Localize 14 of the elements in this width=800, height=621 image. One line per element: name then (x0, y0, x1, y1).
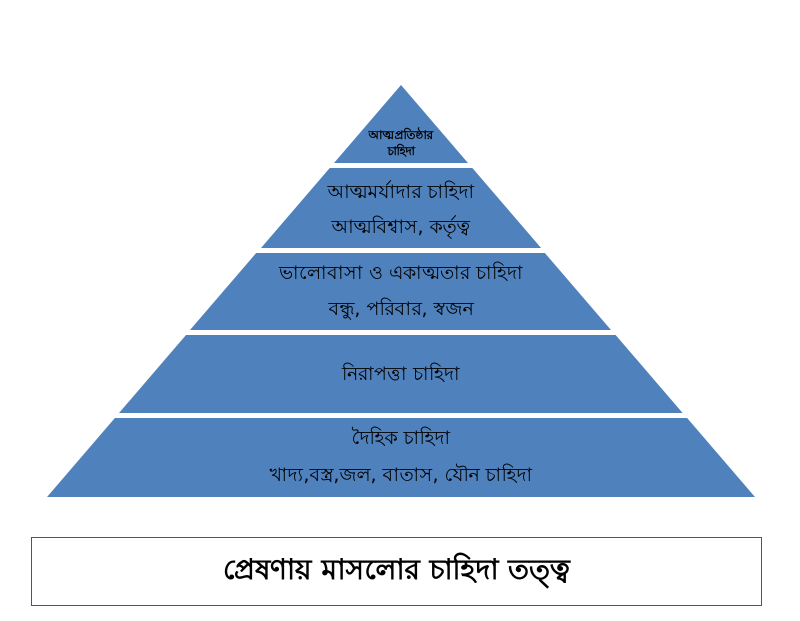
tier-examples: আত্মবিশ্বাস, কর্তৃত্ব (331, 214, 471, 241)
caption: প্রেষণায় মাসলোর চাহিদা তত্ত্ব (31, 537, 762, 606)
tier-heading: দৈহিক চাহিদা (351, 426, 451, 451)
tier-examples: খাদ্য,বস্ত্র,জল, বাতাস, যৌন চাহিদা (269, 462, 533, 488)
pyramid-tier (260, 168, 542, 248)
pyramid-tier (47, 418, 755, 497)
pyramid-tier (119, 335, 683, 413)
pyramid-tier (334, 85, 468, 163)
pyramid-tier (190, 253, 612, 330)
tier-heading: নিরাপত্তা চাহিদা (342, 362, 460, 387)
tier-heading: ভালোবাসা ও একাত্মতার চাহিদা (278, 260, 524, 286)
tier-heading: আত্মপ্রতিষ্ঠার চাহিদা (368, 127, 434, 159)
tier-examples: বন্ধু, পরিবার, স্বজন (328, 296, 474, 322)
tier-heading: আত্মমর্যাদার চাহিদা (327, 179, 474, 205)
